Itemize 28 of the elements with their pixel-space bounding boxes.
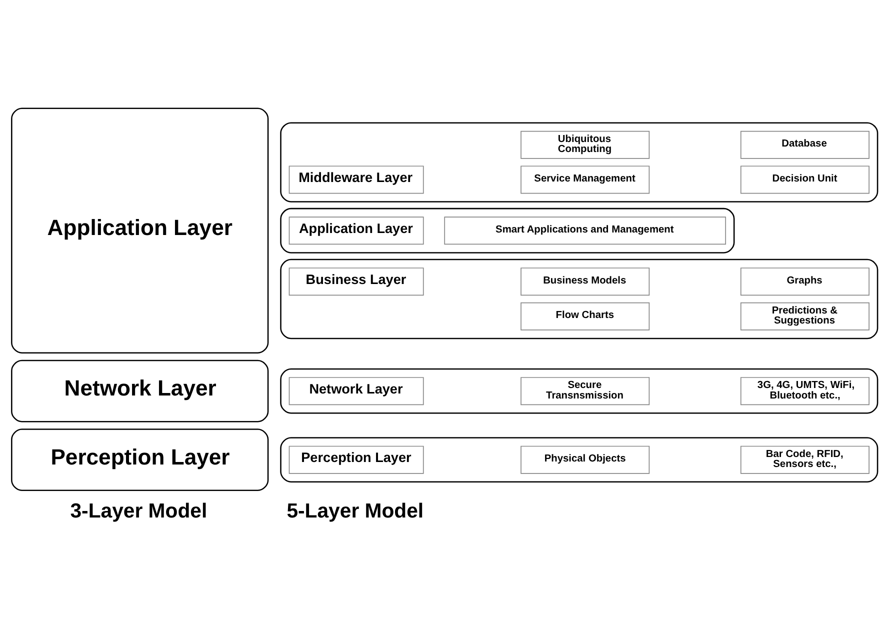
node-box: Middleware Layer xyxy=(288,165,424,194)
node-box: Ubiquitous Computing xyxy=(520,130,650,158)
node-box: Secure Transnsmission xyxy=(520,376,650,405)
cluster xyxy=(280,368,878,414)
node-box: Physical Objects xyxy=(520,445,650,474)
node-box: Business Layer xyxy=(288,267,424,296)
label: 5-Layer Model xyxy=(286,500,424,522)
node-box: Flow Charts xyxy=(520,302,650,330)
node-box: Application Layer xyxy=(288,216,424,244)
node-box: Perception Layer xyxy=(11,428,269,491)
cluster xyxy=(280,207,735,253)
node-box: Predictions & Suggestions xyxy=(740,302,870,330)
node-box: Business Models xyxy=(520,267,650,296)
node-box: Decision Unit xyxy=(740,165,870,194)
cluster xyxy=(280,258,878,339)
node-box: Application Layer xyxy=(11,107,269,354)
cluster xyxy=(280,436,878,482)
label: 3-Layer Model xyxy=(70,500,208,522)
node-box: 3G, 4G, UMTS, WiFi, Bluetooth etc., xyxy=(740,376,870,405)
node-box: Graphs xyxy=(740,267,870,296)
node-box: Bar Code, RFID, Sensors etc., xyxy=(740,445,870,474)
node-box: Perception Layer xyxy=(288,445,424,474)
node-box: Smart Applications and Management xyxy=(444,216,726,244)
node-box: Database xyxy=(740,130,870,158)
cluster xyxy=(280,122,878,202)
node-box: Service Management xyxy=(520,165,650,194)
node-box: Network Layer xyxy=(11,359,269,422)
node-box: Network Layer xyxy=(288,376,424,405)
